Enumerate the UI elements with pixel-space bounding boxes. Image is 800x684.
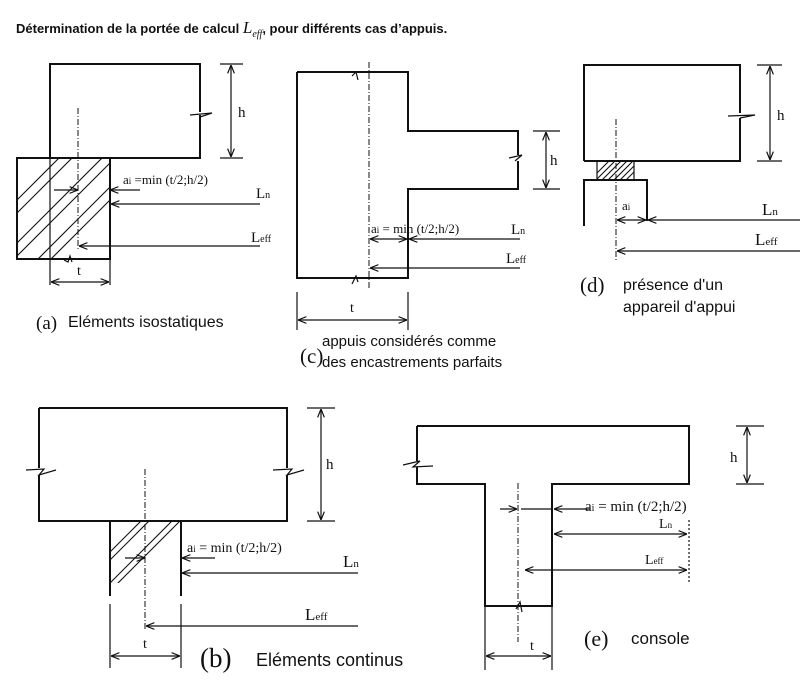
console-beam-e bbox=[416, 425, 690, 607]
ln-label-e: Ln bbox=[659, 517, 673, 532]
case-c-caption-line2: des encastrements parfaits bbox=[322, 354, 502, 371]
case-d-caption-line1: présence d'un bbox=[623, 277, 723, 294]
case-a-caption: Eléments isostatiques bbox=[68, 314, 224, 331]
column-beam-c bbox=[296, 71, 519, 279]
break-mark-a bbox=[189, 112, 213, 118]
case-e-console: h ai = min (t/2;h/2) Ln Leff t (e) conso… bbox=[402, 425, 764, 670]
ai-label-b: ai = min (t/2;h/2) bbox=[187, 541, 282, 556]
case-c-letter: (c) bbox=[300, 344, 323, 368]
leff-label-c: Leff bbox=[506, 251, 527, 267]
ai-label-a: ai =min (t/2;h/2) bbox=[123, 172, 208, 187]
case-e-letter: (e) bbox=[584, 626, 608, 651]
dim-t-b: t bbox=[143, 637, 147, 652]
case-a-isostatic: h ai =min (t/2;h/2) Ln Leff t (a) Elémen… bbox=[16, 63, 272, 334]
ln-label-b: Ln bbox=[343, 552, 359, 571]
beam-b bbox=[38, 407, 288, 522]
case-d-letter: (d) bbox=[580, 273, 605, 297]
ai-label-c: ai = min (t/2;h/2) bbox=[371, 221, 459, 236]
ai-label-d: ai bbox=[622, 198, 631, 213]
case-b-caption: Eléments continus bbox=[256, 650, 403, 670]
beam-a bbox=[49, 63, 201, 159]
case-d-bearing: h ai Ln Leff (d) présence d'un appareil … bbox=[580, 64, 800, 316]
leff-label-b: Leff bbox=[305, 605, 328, 624]
case-e-caption: console bbox=[631, 629, 690, 648]
case-a-letter: (a) bbox=[36, 313, 57, 334]
leff-label-d: Leff bbox=[755, 230, 778, 249]
hatching-b bbox=[110, 521, 181, 583]
dim-h-a: h bbox=[238, 105, 246, 121]
beam-d bbox=[583, 64, 741, 162]
dim-h-b: h bbox=[326, 457, 334, 473]
dim-h-e: h bbox=[730, 450, 738, 466]
support-wall-a bbox=[16, 157, 111, 260]
dim-h-d: h bbox=[777, 108, 785, 124]
dim-h-c: h bbox=[550, 153, 558, 169]
leff-label-e: Leff bbox=[645, 553, 663, 568]
dim-t-a: t bbox=[77, 264, 81, 279]
leff-label-a: Leff bbox=[251, 230, 272, 246]
ln-label-c: Ln bbox=[511, 222, 525, 238]
ai-label-e: ai = min (t/2;h/2) bbox=[585, 499, 687, 515]
case-b-continuous: h ai = min (t/2;h/2) Ln Leff t (b) Eléme… bbox=[25, 407, 403, 673]
case-b-letter: (b) bbox=[200, 643, 231, 673]
dim-t-c: t bbox=[350, 301, 354, 316]
page-title: Détermination de la portée de calcul Lef… bbox=[16, 18, 447, 40]
case-c-caption-line1: appuis considérés comme bbox=[322, 333, 496, 350]
case-d-caption-line2: appareil d'appui bbox=[623, 299, 735, 316]
case-c-fixed: h ai = min (t/2;h/2) Ln Leff t (c) appui… bbox=[296, 62, 560, 371]
dim-t-e: t bbox=[530, 639, 534, 654]
hatching-d bbox=[597, 161, 634, 180]
ln-label-d: Ln bbox=[762, 200, 778, 219]
ln-label-a: Ln bbox=[256, 186, 270, 202]
hatching-a bbox=[17, 158, 111, 259]
